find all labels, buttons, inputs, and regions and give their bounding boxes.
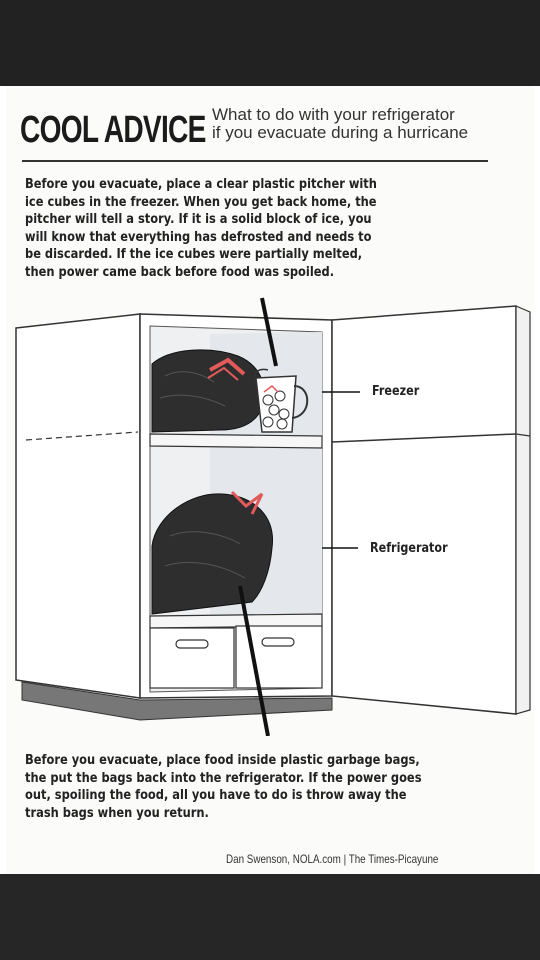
fridge-door <box>331 305 531 715</box>
freezer-label: Freezer <box>372 384 420 399</box>
paragraph-line: Before you evacuate, place food inside p… <box>25 753 420 768</box>
refrigerator-label: Refrigerator <box>370 541 448 556</box>
pitcher-instructions: Before you evacuate, place a clear plast… <box>25 176 483 281</box>
image-credit: Dan Swenson, NOLA.com | The Times-Picayu… <box>226 852 439 866</box>
paragraph-line: out, spoiling the food, all you have to … <box>25 788 407 803</box>
header-divider <box>22 160 488 162</box>
subtitle-line-2: if you evacuate during a hurricane <box>212 123 469 142</box>
bottom-letterbox <box>0 874 540 960</box>
paragraph-line: ice cubes in the freezer. When you get b… <box>25 194 377 210</box>
paragraph-line: will know that everything has defrosted … <box>25 229 372 245</box>
paragraph-line: the put the bags back into the refrigera… <box>25 770 422 786</box>
top-letterbox <box>0 0 540 86</box>
fridge-illustration <box>15 297 531 736</box>
garbage-bag-instructions: Before you evacuate, place food inside p… <box>25 752 483 822</box>
refrigerator-garbage-bag <box>151 490 273 615</box>
paragraph-line: Before you evacuate, place a clear plast… <box>25 177 377 192</box>
page-title: COOL ADVICE <box>20 109 206 151</box>
paragraph-line: trash bags when you return. <box>25 805 209 821</box>
freezer-garbage-bag <box>151 349 265 433</box>
paragraph-line: then power came back before food was spo… <box>25 264 335 280</box>
infographic-panel: COOL ADVICE What to do with your refrige… <box>6 86 534 874</box>
pitcher-pointer-line <box>260 297 278 367</box>
page-subtitle: What to do with your refrigerator if you… <box>212 106 502 142</box>
ice-pitcher <box>254 368 309 433</box>
subtitle-line-1: What to do with your refrigerator <box>212 105 455 124</box>
paragraph-line: pitcher will tell a story. If it is a so… <box>25 212 372 227</box>
paragraph-line: be discarded. If the ice cubes were part… <box>25 247 363 262</box>
infographic-card: COOL ADVICE What to do with your refrige… <box>0 86 540 874</box>
bag-pointer-line <box>238 585 270 736</box>
